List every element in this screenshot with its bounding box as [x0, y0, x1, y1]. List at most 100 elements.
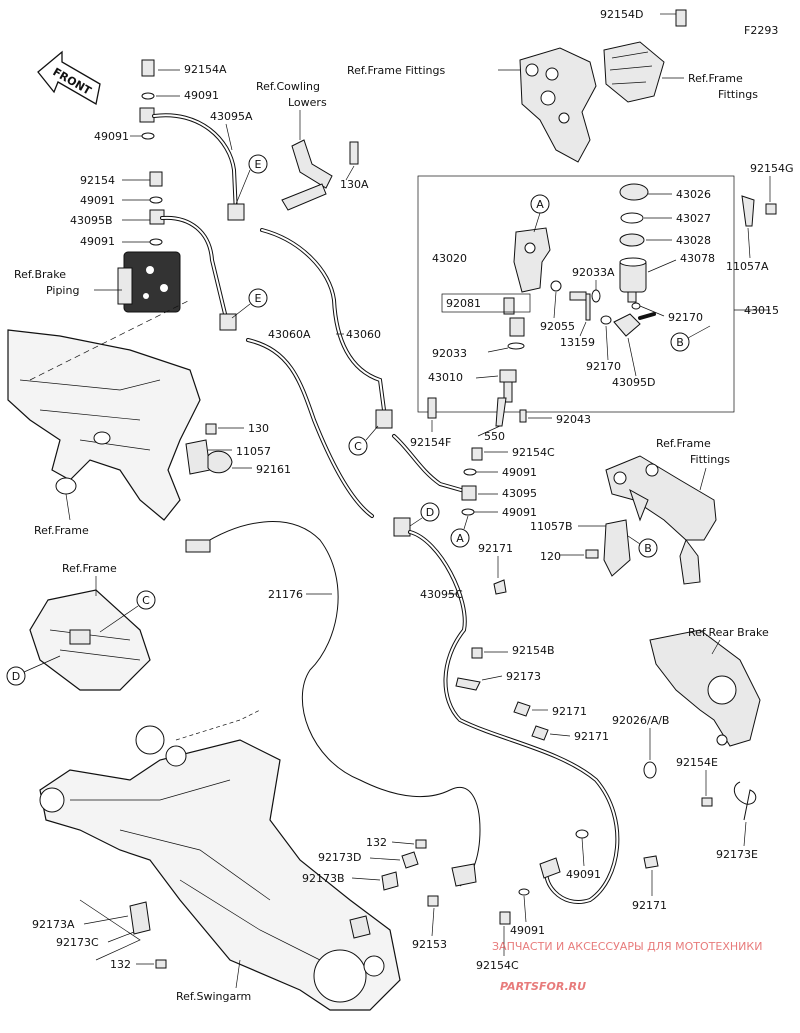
- swingarm: [39, 725, 401, 1011]
- label-lowers: Lowers: [288, 96, 327, 109]
- clips-along-hose: [455, 647, 549, 741]
- label-92154F: 92154F: [410, 436, 451, 449]
- watermark-tagline: ЗАПЧАСТИ И АКСЕССУАРЫ ДЛЯ МОТОТЕХНИКИ: [492, 940, 762, 953]
- label-92173C: 92173C: [56, 936, 99, 949]
- svg-text:A: A: [536, 198, 544, 211]
- svg-text:E: E: [255, 292, 262, 305]
- label-piping: Piping: [46, 284, 79, 297]
- label-92153: 92153: [412, 938, 447, 951]
- label-92173A: 92173A: [32, 918, 75, 931]
- label-92154D: 92154D: [600, 8, 643, 21]
- label-13159: 13159: [560, 336, 595, 349]
- label-43095C: 43095C: [420, 588, 463, 601]
- label-ref-swingarm: Ref.Swingarm: [176, 990, 251, 1003]
- label-92154A: 92154A: [184, 63, 227, 76]
- watermark-brand: PARTSFOR.RU: [500, 980, 586, 993]
- label-43026: 43026: [676, 188, 711, 201]
- reservoir-parts: [619, 183, 649, 303]
- label-49091-a: 49091: [184, 89, 219, 102]
- label-120: 120: [540, 550, 561, 563]
- label-49091-c: 49091: [80, 194, 115, 207]
- banjo-stack-mid: [461, 447, 483, 516]
- label-92173B: 92173B: [302, 872, 345, 885]
- label-ref-frame-mid: Ref.Frame: [656, 437, 711, 450]
- label-49091-h: 49091: [510, 924, 545, 937]
- label-11057: 11057: [236, 445, 271, 458]
- label-550: 550: [484, 430, 505, 443]
- svg-text:B: B: [644, 542, 652, 555]
- callout-d-main: D: [420, 502, 440, 522]
- label-11057B: 11057B: [530, 520, 573, 533]
- label-43015: 43015: [744, 304, 779, 317]
- label-ref-rear-brake: Ref.Rear Brake: [688, 626, 769, 639]
- label-92170-b: 92170: [586, 360, 621, 373]
- label-ref-brake: Ref.Brake: [14, 268, 66, 281]
- label-43060A: 43060A: [268, 328, 311, 341]
- callout-c-main: C: [348, 436, 368, 456]
- callout-d-inset: D: [6, 666, 26, 686]
- label-92171-d: 92171: [632, 899, 667, 912]
- master-cylinder: [503, 227, 562, 337]
- label-92026: 92026/A/B: [612, 714, 669, 727]
- label-92033: 92033: [432, 347, 467, 360]
- label-92170-a: 92170: [668, 311, 703, 324]
- callout-b-top: B: [670, 332, 690, 352]
- label-92154C-a: 92154C: [512, 446, 555, 459]
- label-92161: 92161: [256, 463, 291, 476]
- clip-group-left: [185, 423, 233, 475]
- label-43078: 43078: [680, 252, 715, 265]
- label-132-b: 132: [110, 958, 131, 971]
- frame-inset-detail: [29, 589, 151, 691]
- callout-e-top: E: [248, 154, 268, 174]
- label-ref-frame-left: Ref.Frame: [34, 524, 89, 537]
- label-ref-frame-fittings-top: Ref.Frame Fittings: [347, 64, 445, 77]
- label-43060: 43060: [346, 328, 381, 341]
- upper-left-fittings: [139, 59, 165, 246]
- label-43095A: 43095A: [210, 110, 253, 123]
- frame-left: [7, 329, 201, 521]
- label-ref-frame-inset: Ref.Frame: [62, 562, 117, 575]
- label-92154: 92154: [80, 174, 115, 187]
- label-49091-f: 49091: [502, 506, 537, 519]
- label-92055: 92055: [540, 320, 575, 333]
- label-92033A: 92033A: [572, 266, 615, 279]
- partsfor-watermark: ЗАПЧАСТИ И АКСЕССУАРЫ ДЛЯ МОТОТЕХНИКИ PA…: [492, 940, 762, 993]
- label-92173: 92173: [506, 670, 541, 683]
- pushrod-43010: [477, 369, 527, 437]
- svg-text:E: E: [255, 158, 262, 171]
- label-fittings-top-right: Fittings: [718, 88, 758, 101]
- label-49091-g: 49091: [566, 868, 601, 881]
- label-92173D: 92173D: [318, 851, 361, 864]
- frame-fitting-bracket-top: [519, 9, 687, 163]
- callout-e-mid: E: [248, 288, 268, 308]
- label-130A: 130A: [340, 178, 369, 191]
- callout-a-mid: A: [450, 528, 470, 548]
- diagram-code: F2293: [744, 24, 778, 37]
- brake-pedal-bracket: [603, 455, 717, 585]
- label-ref-cowling: Ref.Cowling: [256, 80, 320, 93]
- callout-c-inset: C: [136, 590, 156, 610]
- svg-text:D: D: [426, 506, 434, 519]
- label-92081: 92081: [446, 297, 481, 310]
- label-92171-c: 92171: [574, 730, 609, 743]
- label-92154E: 92154E: [676, 756, 718, 769]
- rear-brake-bracket: [643, 629, 761, 821]
- label-49091-d: 49091: [80, 235, 115, 248]
- label-49091-b: 49091: [94, 130, 129, 143]
- svg-text:B: B: [676, 336, 684, 349]
- label-132-a: 132: [366, 836, 387, 849]
- svg-text:C: C: [142, 594, 150, 607]
- label-11057A: 11057A: [726, 260, 769, 273]
- label-43095D: 43095D: [612, 376, 655, 389]
- svg-text:D: D: [12, 670, 20, 683]
- label-92154B: 92154B: [512, 644, 555, 657]
- label-92171-a: 92171: [478, 542, 513, 555]
- label-ref-frame-top-right: Ref.Frame: [688, 72, 743, 85]
- label-43095B: 43095B: [70, 214, 113, 227]
- label-92171-b: 92171: [552, 705, 587, 718]
- label-21176: 21176: [268, 588, 303, 601]
- label-43010: 43010: [428, 371, 463, 384]
- label-43095: 43095: [502, 487, 537, 500]
